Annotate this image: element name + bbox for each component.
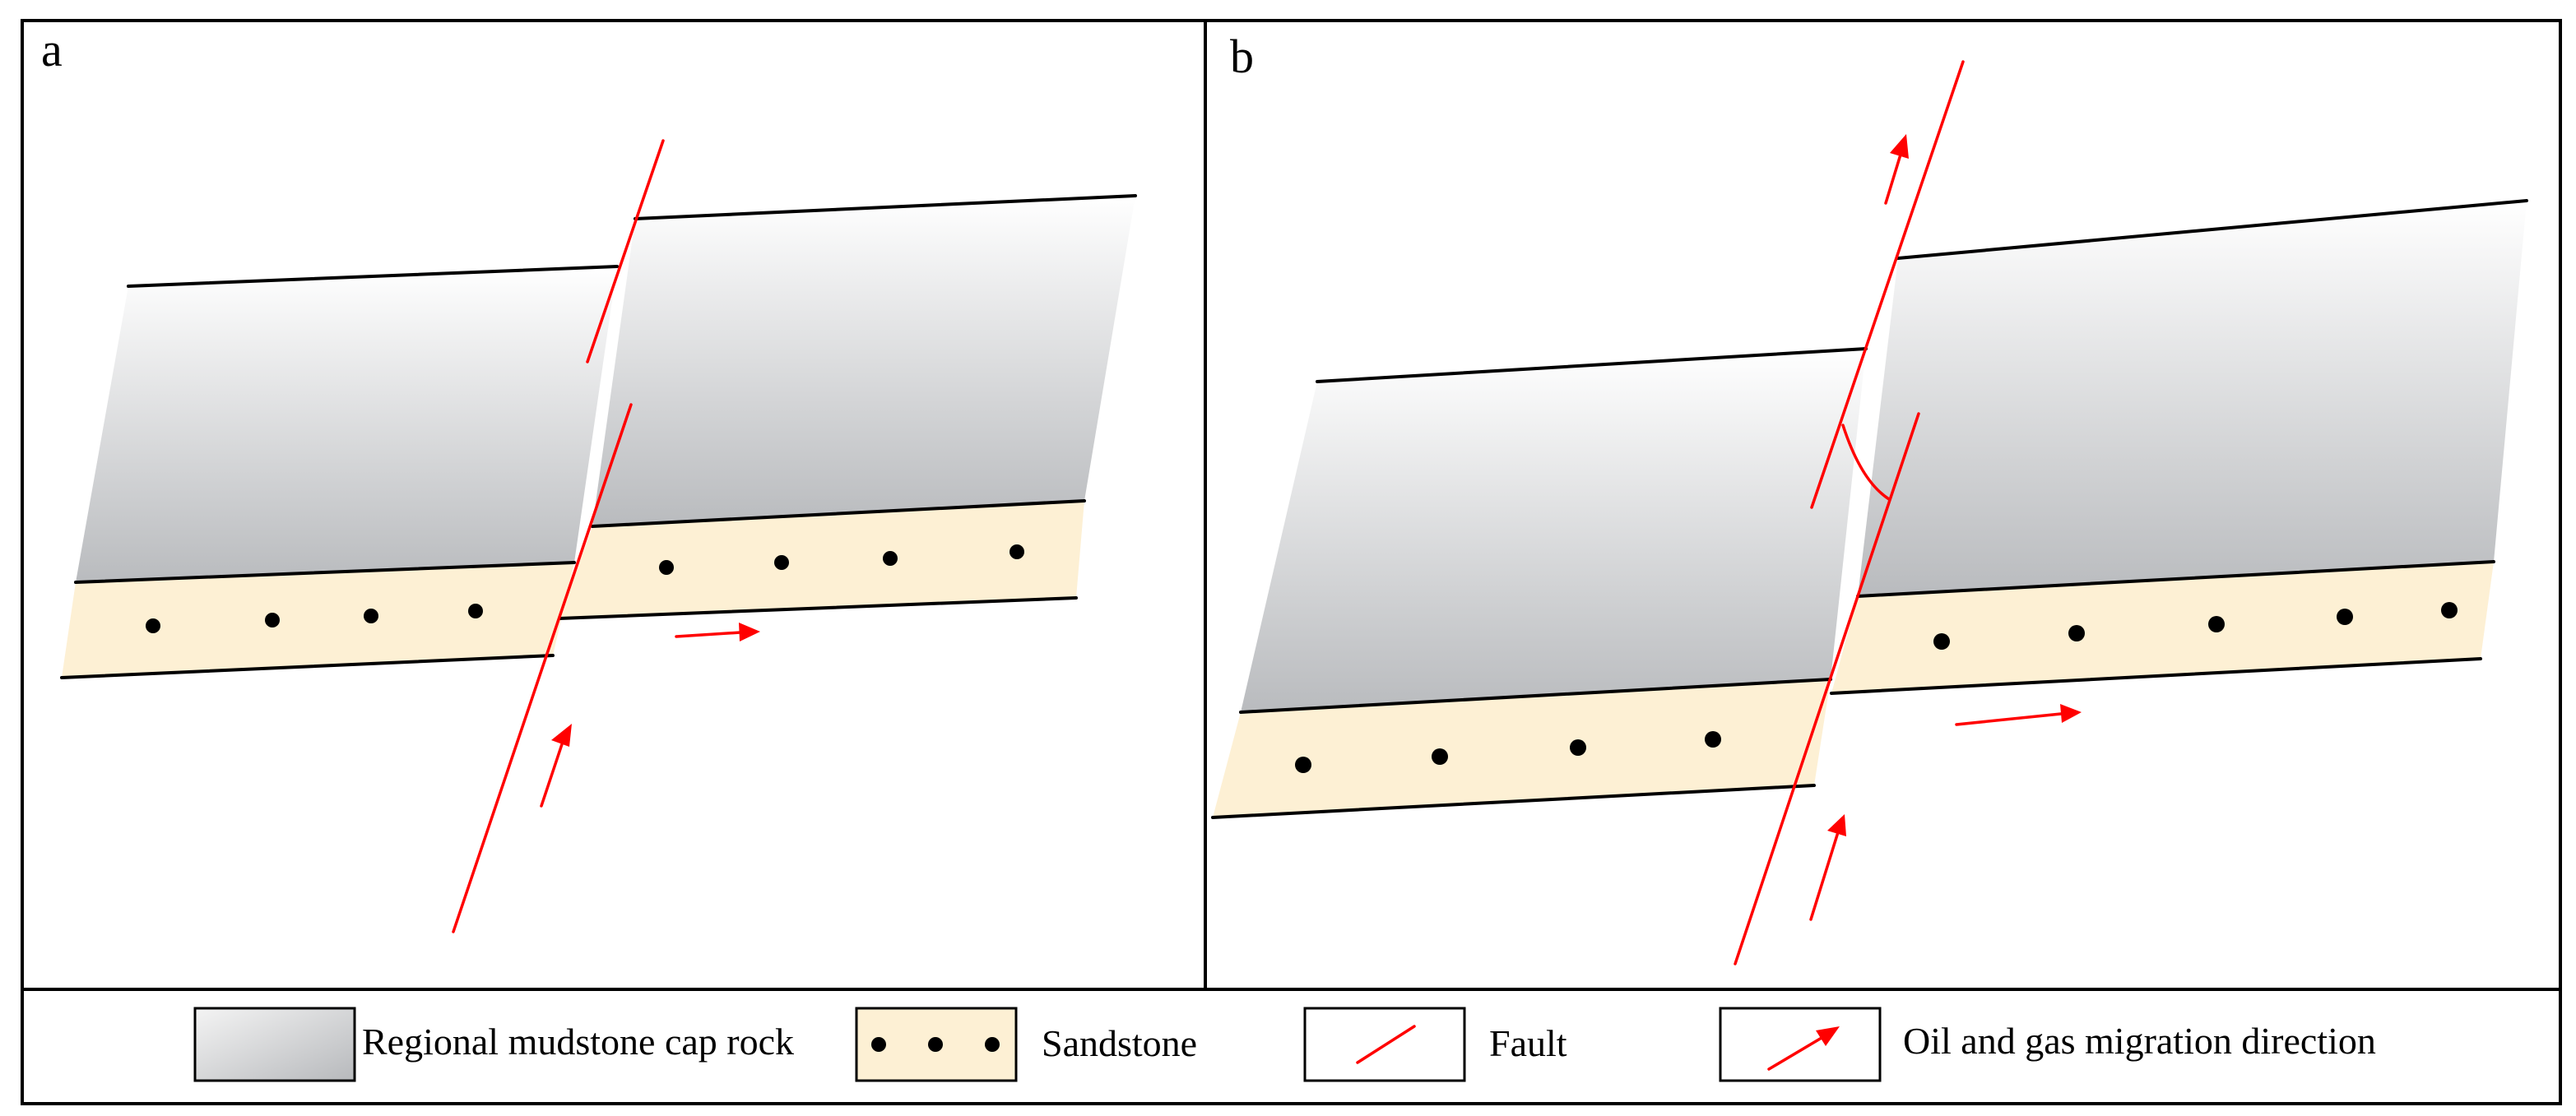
mudstone-swatch-icon (193, 1007, 356, 1082)
panel-b-lateral-migration-arrow (1955, 704, 2082, 726)
panel-b-sand-dot (2208, 616, 2225, 632)
panel-b-left-mid-boundary (1239, 678, 1832, 714)
panel-b-left-mudstone (1241, 349, 1866, 712)
sandstone-swatch-icon (855, 1007, 1018, 1082)
fault-line-icon (1303, 1007, 1466, 1082)
panel-a-right-sandstone (559, 501, 1084, 618)
panel-a-vertical-migration-arrow (540, 724, 572, 808)
panel-b-left-sandstone (1213, 679, 1831, 817)
panel-a-sand-dot (1010, 544, 1024, 559)
figure-outer-frame (21, 19, 2562, 1105)
panel-b-lower-fault (1734, 412, 1920, 966)
panel-a-left-mid-boundary (74, 561, 576, 584)
panel-b: b (1211, 30, 2528, 966)
panel-a-left-bottom-boundary (60, 654, 555, 679)
panel-b-left-top-boundary (1316, 347, 1868, 383)
panel-a-lateral-migration-arrow (675, 623, 760, 641)
panel-b-letter: b (1230, 30, 1254, 83)
panel-b-right-mid-boundary (1856, 560, 2495, 598)
panel-a-sand-dot (468, 604, 483, 618)
panel-a-upper-fault (586, 139, 665, 364)
panel-a-right-bottom-boundary (558, 596, 1078, 620)
panel-b-fault-splay (1841, 424, 1891, 501)
panel-b-upward-migration-arrow (1884, 134, 1909, 205)
legend-label-migration: Oil and gas migration direction (1903, 1020, 2376, 1062)
panel-b-sand-dot (1570, 739, 1586, 756)
panel-a-sand-dot (883, 551, 898, 566)
panel-b-sand-dot (2441, 602, 2458, 618)
panel-a: a (41, 23, 1137, 933)
panel-a-left-mudstone (76, 266, 617, 582)
legend: Regional mudstone cap rock Sandstone Fau… (193, 1007, 2376, 1082)
panel-a-left-sandstone (62, 563, 574, 678)
panel-b-right-sandstone (1831, 562, 2494, 693)
panel-b-vertical-migration-arrow (1809, 814, 1846, 921)
panel-b-right-mudstone (1858, 201, 2527, 596)
panel-a-sand-dot (265, 613, 280, 627)
panel-a-sand-dot (659, 560, 674, 575)
migration-arrow-icon (1719, 1007, 1882, 1082)
legend-label-mudstone: Regional mudstone cap rock (362, 1021, 794, 1063)
panel-b-sand-dot (1295, 757, 1311, 773)
panel-a-right-mudstone (592, 196, 1135, 526)
panel-b-right-bottom-boundary (1830, 657, 2482, 695)
panel-a-right-mid-boundary (591, 499, 1086, 528)
legend-label-fault: Fault (1489, 1022, 1567, 1064)
panel-a-right-top-boundary (634, 194, 1137, 220)
panel-a-sand-dot (364, 609, 378, 623)
panel-a-letter: a (41, 23, 63, 76)
panel-a-sand-dot (146, 618, 160, 633)
panel-b-upper-fault (1810, 60, 1965, 509)
panel-b-left-bottom-boundary (1211, 784, 1816, 819)
legend-label-sandstone: Sandstone (1042, 1022, 1197, 1064)
panel-b-sand-dot (1432, 748, 1448, 765)
panel-b-sand-dot (1933, 633, 1950, 650)
panel-b-sand-dot (2337, 609, 2353, 625)
panel-a-lower-fault (452, 403, 633, 933)
panel-b-sand-dot (2068, 625, 2085, 641)
panel-b-sand-dot (1705, 731, 1721, 748)
panel-a-left-top-boundary (127, 265, 619, 288)
panel-a-sand-dot (774, 555, 789, 570)
panel-b-right-top-boundary (1896, 199, 2528, 260)
